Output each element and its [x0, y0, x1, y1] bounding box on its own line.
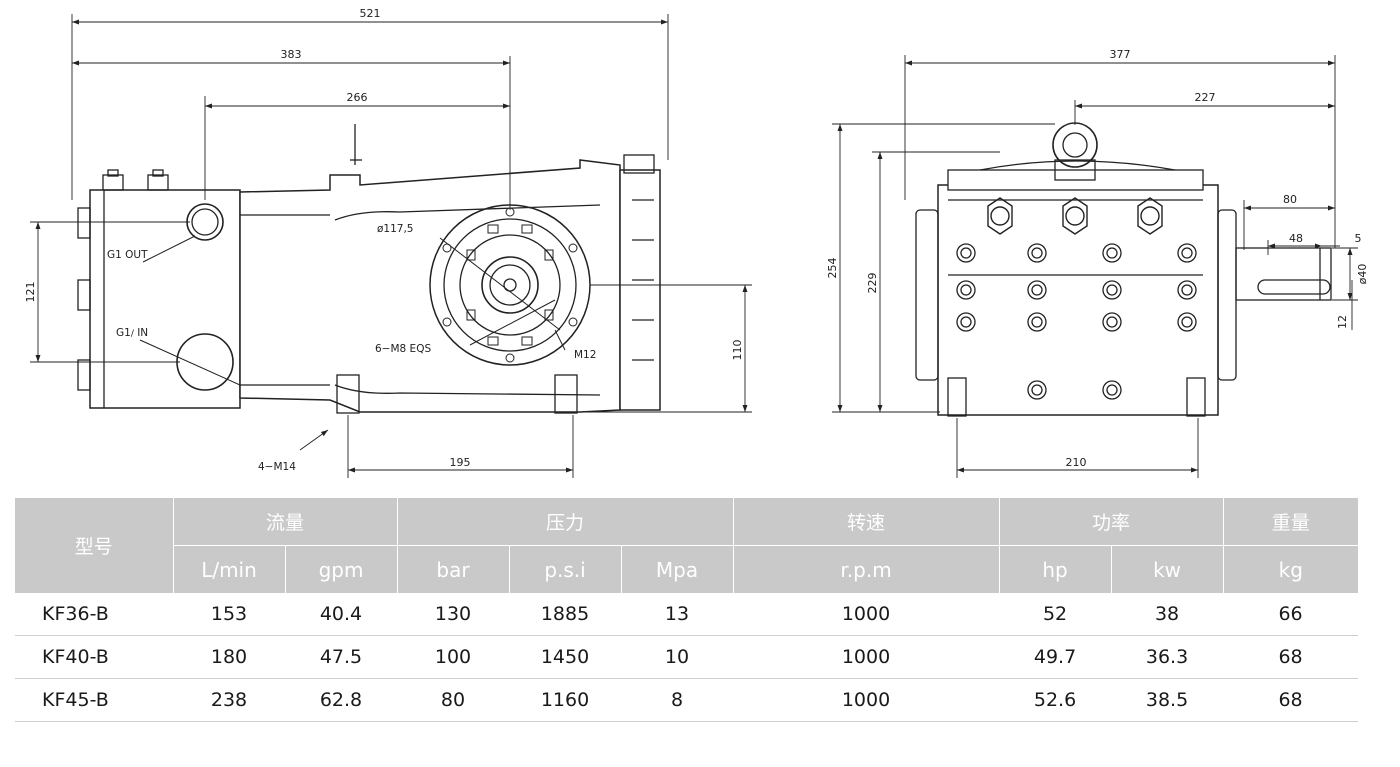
dim-bottom-195: 195	[450, 456, 471, 469]
header-unit-hp: hp	[999, 545, 1112, 593]
dim-shaft-80: 80	[1283, 193, 1297, 206]
header-unit-bar: bar	[397, 545, 510, 593]
cell-kw: 38.5	[1111, 678, 1224, 722]
label-outlet: G1 OUT	[107, 249, 148, 261]
label-thread: M12	[574, 349, 596, 361]
cell-kw: 38	[1111, 593, 1224, 636]
front-view	[915, 122, 1332, 417]
side-view-dimensions	[30, 14, 752, 478]
header-unit-rpm: r.p.m	[733, 545, 1000, 593]
header-unit-lmin: L/min	[173, 545, 286, 593]
dim-center-110: 110	[731, 340, 744, 361]
dim-height-121: 121	[24, 282, 37, 303]
label-bolt-circle: ø117,5	[377, 223, 413, 235]
side-view-labels: 521 383 266 121 195 110 G1 OUT G1/ IN ø1…	[24, 7, 744, 473]
spec-table: 型号 流量 压力 转速 功率 重量 L/min gpm bar p.s.i Mp…	[15, 498, 1359, 722]
dim-key-offset-5: 5	[1355, 232, 1362, 245]
front-view-dimensions	[832, 55, 1358, 478]
cell-kg: 66	[1223, 593, 1359, 636]
dim-height-229: 229	[866, 273, 879, 294]
cell-psi: 1885	[509, 593, 622, 636]
header-unit-kg: kg	[1223, 545, 1359, 593]
table-row: KF36-B 153 40.4 130 1885 13 1000 52 38 6…	[15, 593, 1359, 636]
cell-mpa: 13	[621, 593, 734, 636]
front-view-labels: 377 227 254 229 80 48 5 ø40 12 210	[826, 48, 1369, 469]
dim-length-266: 266	[347, 91, 368, 104]
cell-gpm: 40.4	[285, 593, 398, 636]
header-unit-psi: p.s.i	[509, 545, 622, 593]
cell-gpm: 62.8	[285, 678, 398, 722]
cell-hp: 49.7	[999, 635, 1112, 679]
header-group-weight: 重量	[1223, 498, 1359, 546]
header-unit-kw: kw	[1111, 545, 1224, 593]
dim-length-383: 383	[281, 48, 302, 61]
cell-bar: 100	[397, 635, 510, 679]
table-row: KF40-B 180 47.5 100 1450 10 1000 49.7 36…	[15, 635, 1359, 679]
header-unit-gpm: gpm	[285, 545, 398, 593]
dim-total-length: 521	[360, 7, 381, 20]
table-row: KF45-B 238 62.8 80 1160 8 1000 52.6 38.5…	[15, 678, 1359, 722]
dim-base-210: 210	[1066, 456, 1087, 469]
dim-width-377: 377	[1110, 48, 1131, 61]
cell-hp: 52.6	[999, 678, 1112, 722]
dim-shaft-offset-227: 227	[1195, 91, 1216, 104]
cell-lmin: 153	[173, 593, 285, 636]
cell-kw: 36.3	[1111, 635, 1224, 679]
cell-bar: 80	[397, 678, 510, 722]
dim-key-width-12: 12	[1336, 315, 1349, 329]
cell-hp: 52	[999, 593, 1112, 636]
cell-gpm: 47.5	[285, 635, 398, 679]
header-unit-mpa: Mpa	[621, 545, 734, 593]
cell-psi: 1450	[509, 635, 622, 679]
cell-lmin: 180	[173, 635, 285, 679]
cell-model: KF36-B	[15, 593, 173, 636]
dim-shaft-diameter: ø40	[1356, 264, 1369, 285]
cell-mpa: 8	[621, 678, 734, 722]
label-flange-bolts: 6−M8 EQS	[375, 343, 431, 355]
cell-kg: 68	[1223, 635, 1359, 679]
dim-key-48: 48	[1289, 232, 1303, 245]
header-group-flow: 流量	[173, 498, 398, 546]
table-group-header-row: 型号 流量 压力 转速 功率 重量	[15, 498, 1359, 593]
header-group-pressure: 压力	[397, 498, 734, 546]
cell-lmin: 238	[173, 678, 285, 722]
dim-height-254: 254	[826, 258, 839, 279]
cell-rpm: 1000	[733, 635, 1000, 679]
cell-model: KF40-B	[15, 635, 173, 679]
side-view	[77, 124, 661, 414]
cell-rpm: 1000	[733, 678, 1000, 722]
label-inlet: G1/ IN	[116, 327, 148, 339]
header-model: 型号	[15, 498, 174, 593]
cell-model: KF45-B	[15, 678, 173, 722]
table-unit-header-row: L/min gpm bar p.s.i Mpa r.p.m hp kw kg	[15, 545, 1359, 593]
header-group-power: 功率	[999, 498, 1224, 546]
cell-mpa: 10	[621, 635, 734, 679]
cell-rpm: 1000	[733, 593, 1000, 636]
label-mount: 4−M14	[258, 461, 296, 473]
cell-psi: 1160	[509, 678, 622, 722]
cell-kg: 68	[1223, 678, 1359, 722]
header-group-speed: 转速	[733, 498, 1000, 546]
technical-drawing: 521 383 266 121 195 110 G1 OUT G1/ IN ø1…	[24, 7, 1369, 478]
cell-bar: 130	[397, 593, 510, 636]
